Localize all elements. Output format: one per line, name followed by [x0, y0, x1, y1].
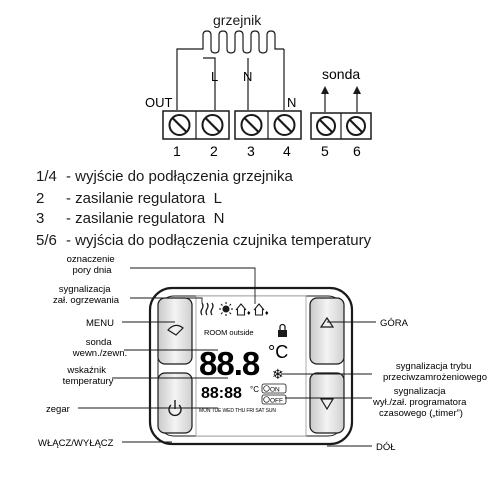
terminal-number: 5	[321, 143, 329, 159]
power-callout: WŁĄCZ/WYŁĄCZ	[38, 438, 114, 449]
up-button[interactable]	[309, 297, 345, 365]
temperature-callout: wskaźnik temperatury	[63, 365, 114, 387]
clock-callout: zegar	[46, 404, 70, 415]
room-outside-indicator: ROOM outside	[204, 328, 254, 337]
timer-on-indicator: ON	[261, 383, 287, 394]
home-icon	[253, 303, 265, 316]
heater-coil-icon	[196, 30, 284, 54]
legend-line: 2- zasilanie regulatora L	[36, 190, 222, 207]
terminal-screw-icon	[316, 116, 336, 136]
heating-callout: sygnalizacja zał. ogrzewania	[53, 284, 120, 306]
arrow-up-icon	[353, 86, 361, 94]
menu-icon	[167, 324, 184, 336]
legend-line: 3- zasilanie regulatora N	[36, 210, 225, 227]
lcd-screen	[195, 295, 307, 437]
clock-unit: °C	[250, 385, 259, 394]
person-icon: ♦	[265, 310, 269, 317]
triangle-up-icon	[319, 316, 335, 328]
terminal-screw-icon	[346, 116, 366, 136]
terminal-number: 1	[173, 143, 181, 159]
weekdays-row: MON TUE WED THU FRI SAT SUN	[199, 408, 276, 414]
up-callout: GÓRA	[380, 318, 409, 329]
terminal-screw-icon	[273, 114, 296, 136]
timer-off-indicator: OFF	[261, 394, 287, 405]
heater-wire	[176, 48, 196, 110]
terminal-screw-icon	[240, 114, 263, 136]
down-button[interactable]	[309, 372, 345, 434]
callout-leader-lines	[78, 267, 376, 447]
svg-text:ON: ON	[270, 387, 280, 394]
terminal-number: 2	[210, 143, 218, 159]
time-of-day-callout: oznaczenie pory dnia	[67, 254, 118, 276]
probe-callout: sonda wewn./zewn.	[72, 337, 127, 359]
terminal-screw-icon	[168, 114, 191, 136]
svg-text:OFF: OFF	[270, 398, 283, 405]
sun-icon	[219, 302, 233, 316]
arrow-up-icon	[321, 86, 329, 94]
legend-line: 1/4- wyjście do podłączenia grzejnika	[36, 168, 293, 185]
l-label: L	[211, 69, 218, 84]
home-icon	[235, 303, 247, 316]
out-label: OUT	[145, 95, 173, 110]
heating-icon	[200, 302, 214, 316]
walk-icon: ♦	[247, 310, 251, 317]
menu-button[interactable]	[157, 297, 193, 365]
terminal-number: 6	[353, 143, 361, 159]
temperature-unit: °C	[268, 342, 288, 362]
heater-label: grzejnik	[213, 12, 262, 28]
timer-callout: sygnalizacja wył./zał. programatora czas…	[372, 386, 469, 419]
clock-display: 88:88	[201, 385, 242, 402]
menu-callout: MENU	[86, 318, 114, 329]
sensor-label: sonda	[322, 66, 360, 82]
frost-callout: sygnalizacja trybu przeciwzamrożeniowego	[383, 361, 487, 383]
temperature-display: 88.8	[199, 345, 260, 382]
terminal-screw-icon	[201, 114, 224, 136]
supply-wire-l	[203, 57, 216, 110]
lock-icon	[278, 323, 287, 337]
down-callout: DÓŁ	[376, 442, 396, 453]
legend-line: 5/6- wyjścia do podłączenia czujnika tem…	[36, 232, 372, 249]
terminal-number: 4	[283, 143, 291, 159]
terminal-number: 3	[247, 143, 255, 159]
snowflake-icon: ❄	[272, 366, 284, 382]
n-label: N	[243, 69, 252, 84]
triangle-down-icon	[319, 398, 335, 411]
n2-label: N	[287, 95, 296, 110]
